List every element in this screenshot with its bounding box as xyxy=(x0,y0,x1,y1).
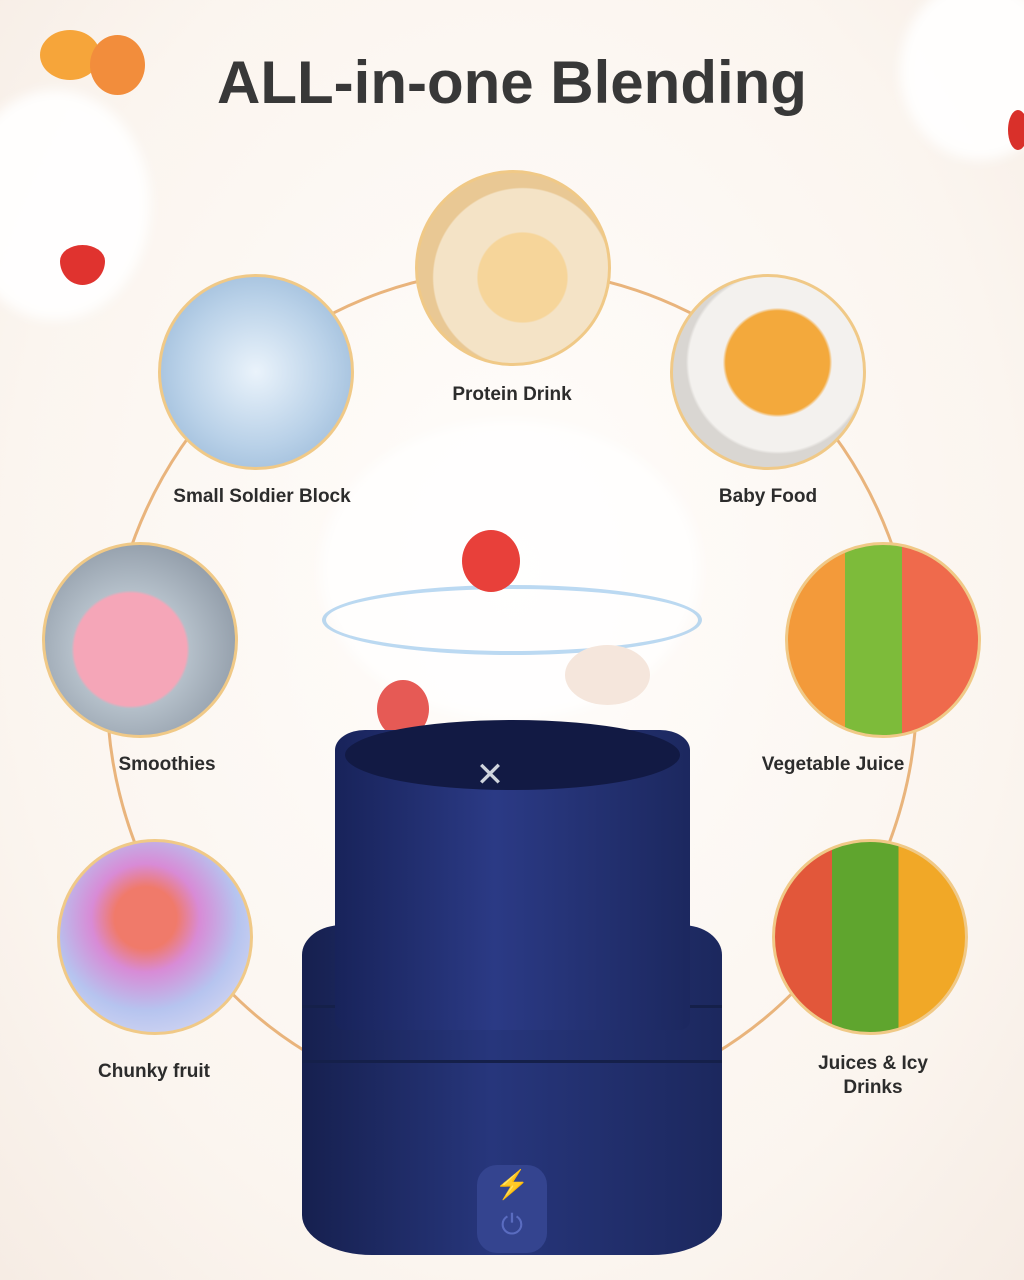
base-seam xyxy=(302,1060,722,1063)
strawberry-icon xyxy=(60,245,105,285)
strawberry-slice xyxy=(462,530,520,592)
water-ring xyxy=(322,585,702,655)
power-button[interactable]: ⚡⏻ xyxy=(477,1165,547,1253)
label-line-2: Drinks xyxy=(843,1077,903,1098)
baby-food-photo xyxy=(670,274,866,470)
label-line-1: Juices & Icy xyxy=(818,1053,928,1074)
smoothie-photo xyxy=(42,542,238,738)
protein-drink-photo xyxy=(415,170,611,366)
page-title: ALL-in-one Blending xyxy=(217,49,807,116)
peach-icon xyxy=(90,35,145,95)
strawberry-icon xyxy=(1008,110,1024,150)
label-small-soldier-block: Small Soldier Block xyxy=(173,486,351,507)
blender: ✕ ⚡⏻ xyxy=(300,715,724,1260)
blade-icon: ✕ xyxy=(475,756,505,794)
label-vegetable-juice: Vegetable Juice xyxy=(761,754,905,775)
juices-photo xyxy=(772,839,968,1035)
label-baby-food: Baby Food xyxy=(718,486,818,507)
label-smoothies: Smoothies xyxy=(118,754,216,775)
label-chunky-fruit: Chunky fruit xyxy=(98,1061,210,1082)
vegetable-juice-photo xyxy=(785,542,981,738)
label-protein-drink: Protein Drink xyxy=(452,384,572,405)
ice-cubes-photo xyxy=(158,274,354,470)
apple-slice xyxy=(565,645,650,705)
chunky-fruit-photo xyxy=(57,839,253,1035)
cup-opening xyxy=(345,720,680,790)
